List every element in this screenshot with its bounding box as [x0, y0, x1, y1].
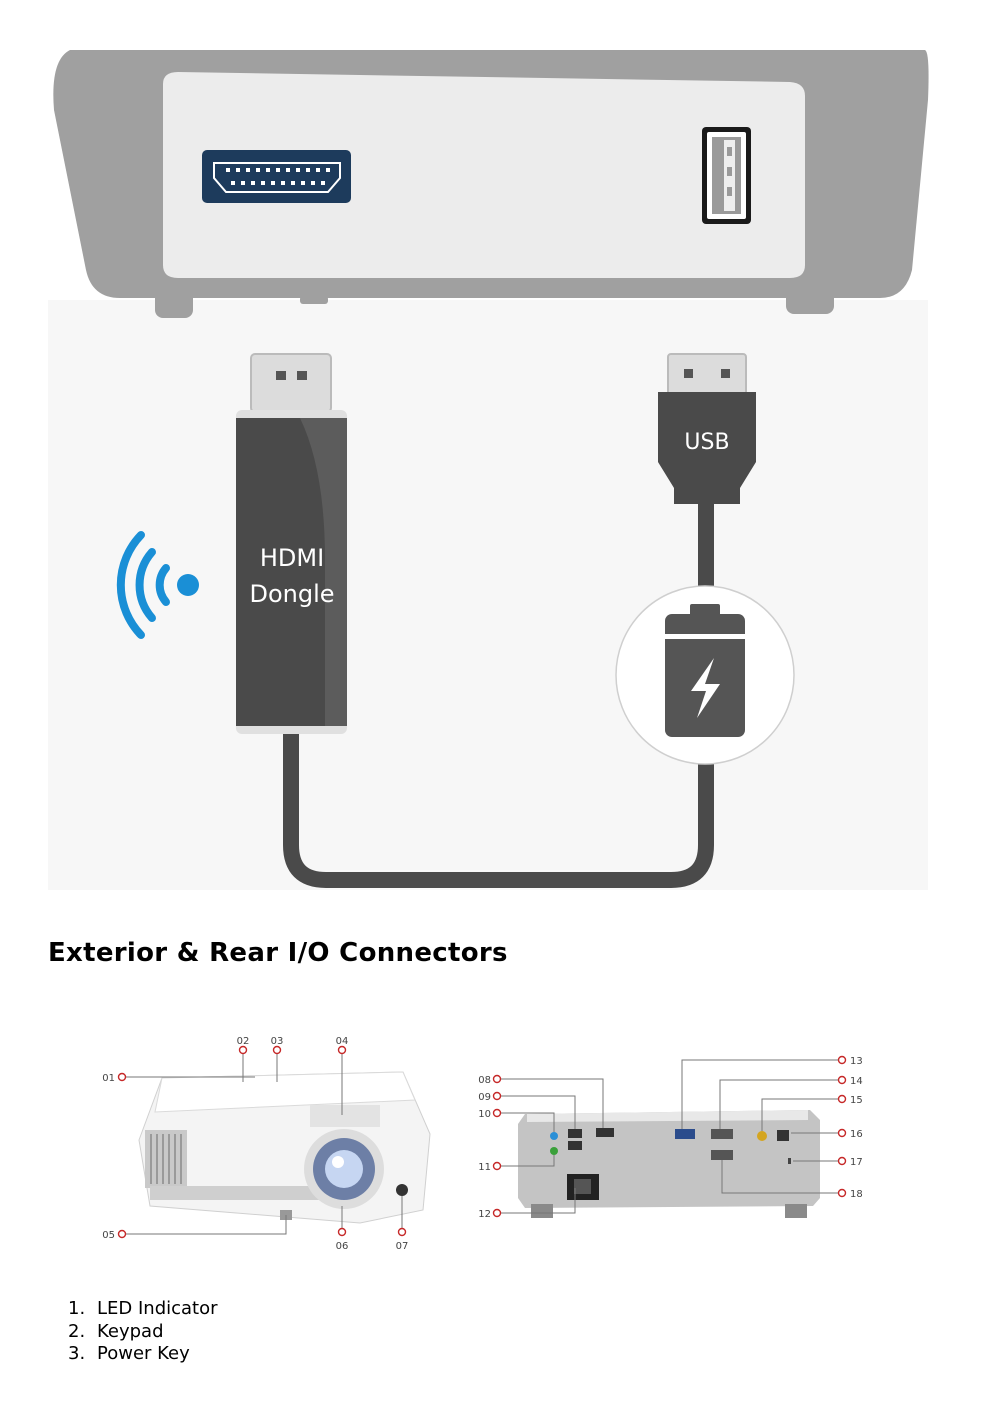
dongle-label-line2: Dongle: [249, 580, 334, 608]
front-callout-01: 01: [102, 1073, 115, 1084]
rear-callout-17: 17: [850, 1157, 863, 1168]
legend-label: LED Indicator: [97, 1298, 218, 1319]
legend-item: 2. Keypad: [68, 1321, 218, 1344]
legend-number: 1.: [68, 1298, 86, 1319]
rear-callout-16: 16: [850, 1129, 863, 1140]
front-callout-04: 04: [336, 1036, 349, 1047]
rear-callout-08: 08: [478, 1075, 491, 1086]
front-callout-05: 05: [102, 1230, 115, 1241]
legend-item: 1. LED Indicator: [68, 1298, 218, 1321]
front-callout-06: 06: [336, 1241, 349, 1252]
legend-number: 3.: [68, 1343, 86, 1364]
rear-callout-09: 09: [478, 1092, 491, 1103]
rear-callout-markers: [492, 1055, 847, 1218]
section-title: Exterior & Rear I/O Connectors: [48, 938, 508, 968]
rear-callout-12: 12: [478, 1209, 491, 1220]
rear-callout-14: 14: [850, 1076, 863, 1087]
rear-panel: [163, 72, 805, 278]
hdmi-dongle-illustration: HDMI Dongle USB: [48, 50, 929, 890]
usb-label: USB: [684, 430, 729, 455]
front-callout-07: 07: [396, 1241, 409, 1252]
projector-front-body: [138, 1071, 431, 1224]
hdmi-port-icon: [202, 150, 351, 203]
rear-callout-leaders: [500, 1059, 839, 1214]
rear-callout-15: 15: [850, 1095, 863, 1106]
illustration-background: [48, 300, 928, 890]
connector-legend-list: 1. LED Indicator 2. Keypad 3. Power Key: [68, 1298, 218, 1366]
projector-housing: [53, 50, 929, 318]
rear-callout-18: 18: [850, 1189, 863, 1200]
wireless-signal-icon: [116, 531, 199, 639]
dongle-label-line1: HDMI: [260, 544, 324, 572]
usb-port-icon: [702, 127, 751, 224]
rear-callout-13: 13: [850, 1056, 863, 1067]
front-callout-03: 03: [271, 1036, 284, 1047]
rear-callout-10: 10: [478, 1109, 491, 1120]
legend-number: 2.: [68, 1320, 86, 1342]
front-callout-leaders: [125, 1054, 403, 1235]
usb-plug: USB: [658, 353, 756, 504]
front-callout-markers: [117, 1045, 407, 1239]
legend-label: Power Key: [97, 1343, 190, 1364]
rear-callout-11: 11: [478, 1162, 491, 1173]
hdmi-plug: [250, 353, 332, 413]
legend-item: 3. Power Key: [68, 1343, 218, 1366]
projector-front-figure: 01 02 03 04 05 06 07: [102, 1036, 431, 1252]
cable: [283, 492, 714, 888]
legend-label: Keypad: [97, 1320, 164, 1342]
hdmi-dongle: HDMI Dongle: [236, 410, 347, 734]
battery-charging-icon: [615, 585, 795, 765]
projector-rear-body: [518, 1110, 820, 1218]
projector-rear-figure: 08 09 10 11 12 13 14 15 16 17 18: [478, 1055, 863, 1220]
front-callout-02: 02: [237, 1036, 250, 1047]
